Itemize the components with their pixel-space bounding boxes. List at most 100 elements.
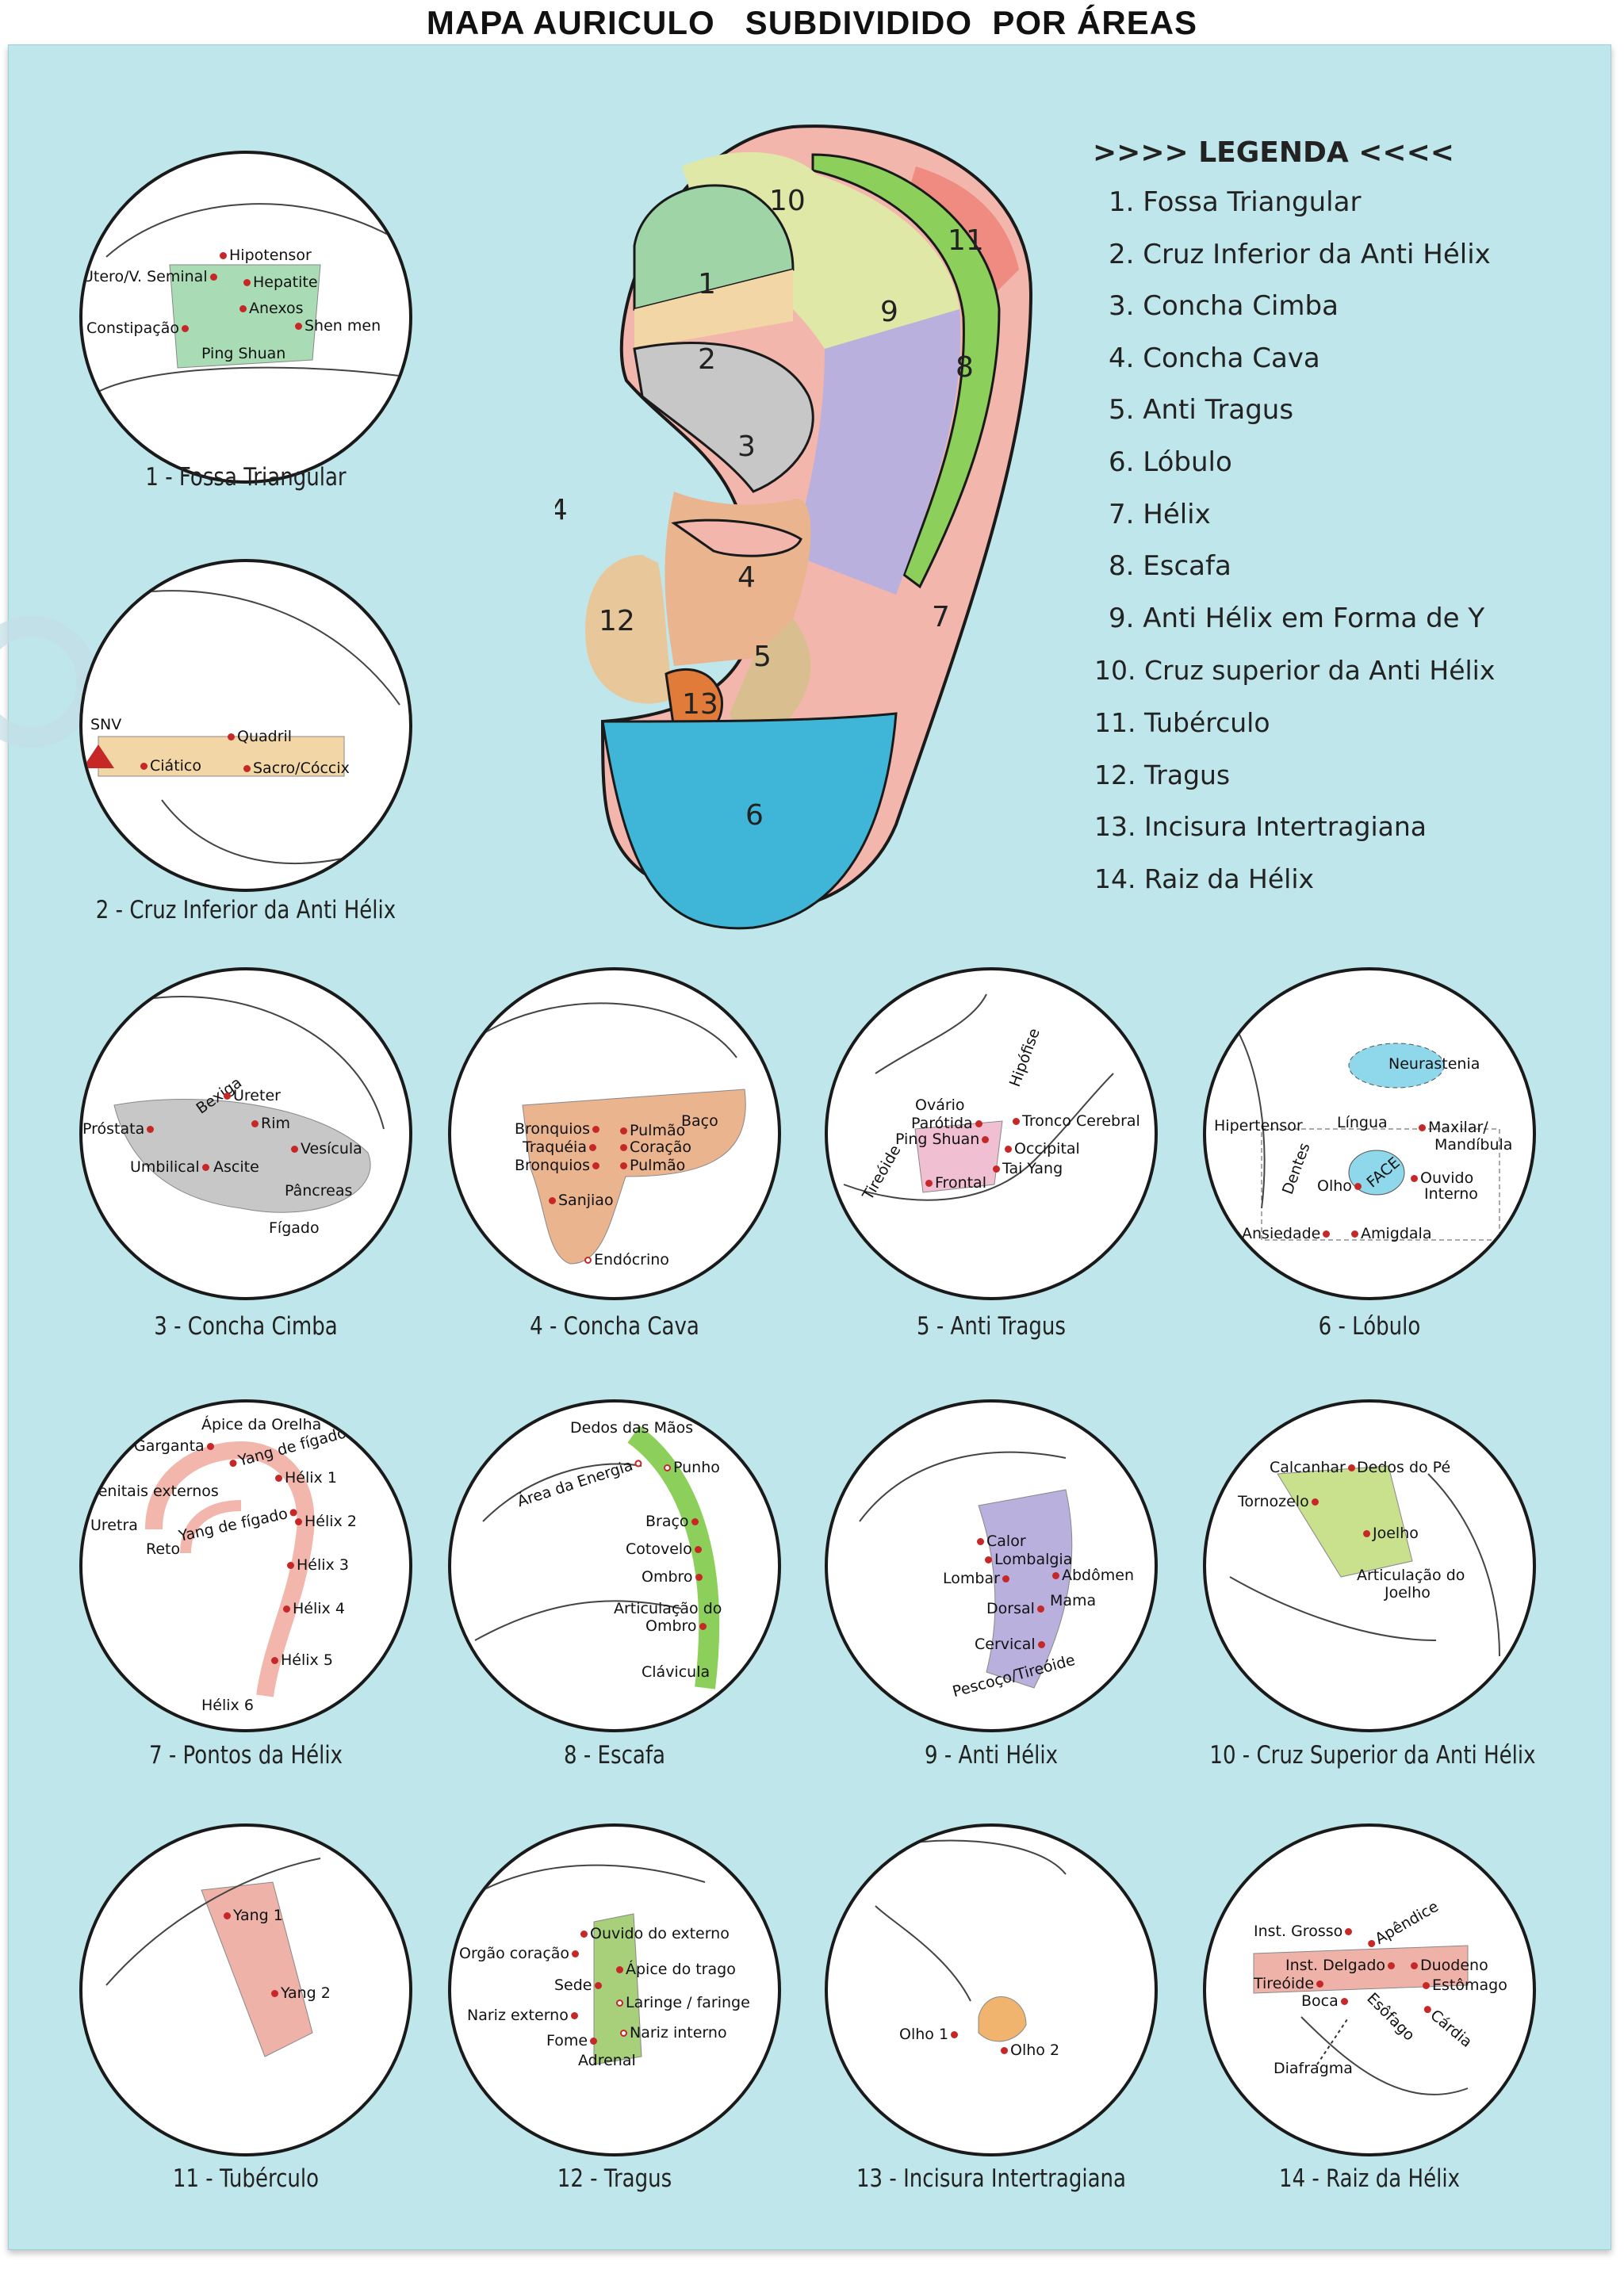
- panel-caption: 8 - Escafa: [564, 1741, 665, 1770]
- point-label: Sede: [554, 1977, 604, 1993]
- point-label: Inst. Delgado: [1285, 1957, 1397, 1973]
- point-label: Ovário: [915, 1096, 965, 1114]
- point-label: Pulmão: [618, 1123, 685, 1138]
- panel-outline: [145, 1441, 315, 1697]
- point-label: Ombro: [642, 1569, 705, 1585]
- point-label: Hélix 4: [281, 1601, 345, 1617]
- point-label: Olho: [1317, 1178, 1364, 1194]
- point-label: Vesícula: [289, 1141, 362, 1157]
- point-label: Duodeno: [1408, 1957, 1488, 1973]
- panel-outline: [1253, 1945, 1469, 2095]
- panel-anti-helix: Calor Lombalgia Lombar Abdômen Dorsal Ma…: [825, 1399, 1158, 1732]
- legend-item: 12. Tragus: [1094, 759, 1231, 790]
- point-label: Mandíbula: [1434, 1136, 1513, 1154]
- panel-incisura: Olho 1 Olho 2: [825, 1823, 1158, 2156]
- ear-number-12: 12: [599, 605, 635, 637]
- point-label: Maxilar/: [1416, 1119, 1488, 1135]
- point-label: Dedos das Mãos: [570, 1419, 694, 1437]
- ear-number-4: 4: [737, 561, 756, 594]
- point-label: Adrenal: [578, 2052, 636, 2069]
- ear-number-3: 3: [737, 430, 756, 463]
- point-label: Ansiedade: [1242, 1226, 1332, 1242]
- panel-escafa: Dedos das Mãos Área da Energia Punho Bra…: [448, 1399, 781, 1732]
- point-label: Boca: [1301, 1993, 1350, 2009]
- point-label: Estômago: [1420, 1977, 1507, 1993]
- ear-fossa-region: [633, 184, 795, 311]
- point-label: Ápice do trago: [614, 1961, 736, 1977]
- ear-number-11: 11: [948, 224, 984, 257]
- legend: >>>> LEGENDA <<<< 1. Fossa Triangular 2.…: [1088, 136, 1595, 905]
- point-label: Parótida: [911, 1115, 985, 1131]
- point-label: Genitais externos: [86, 1483, 219, 1500]
- point-label: Hélix 6: [201, 1697, 254, 1714]
- ear-raiz-helix-region: [671, 519, 802, 557]
- panel-outline: [482, 1864, 706, 2065]
- panel-outline: [98, 203, 400, 392]
- panel-outline: [843, 993, 1114, 1201]
- point-label: Reto: [146, 1540, 181, 1558]
- panel-caption: 12 - Tragus: [557, 2164, 672, 2193]
- ear-lobulo-region: [601, 712, 898, 930]
- ear-diagram: 10 11 1 9 2 8 3 14 4 12 7 5 13 6: [555, 124, 1033, 930]
- point-label: Shen men: [293, 318, 381, 334]
- point-label: Próstata: [82, 1121, 156, 1137]
- point-label: Quadril: [225, 729, 292, 744]
- panel-fossa-triangular: Hipotensor Útero/V. Seminal Hepatite Ane…: [79, 151, 412, 484]
- point-label: Anexos: [237, 300, 304, 316]
- point-label: Mama: [1050, 1592, 1097, 1609]
- legend-item: 2. Cruz Inferior da Anti Hélix: [1109, 238, 1491, 270]
- panel-raiz-helix: Inst. Grosso Apêndice Inst. Delgado Duod…: [1203, 1823, 1536, 2156]
- point-label: Ping Shuan: [895, 1131, 991, 1147]
- point-label: Baço: [681, 1112, 718, 1130]
- point-label: Ápice da Orelha: [201, 1416, 322, 1433]
- point-label: Yang 2: [269, 1985, 331, 2001]
- legend-item: 10. Cruz superior da Anti Hélix: [1094, 655, 1496, 687]
- legend-item: 14. Raiz da Hélix: [1094, 863, 1315, 894]
- panel-caption: 9 - Anti Hélix: [924, 1741, 1059, 1770]
- point-label: Frontal: [923, 1175, 986, 1191]
- ear-cruz-inferior-region: [634, 270, 793, 349]
- legend-item: 1. Fossa Triangular: [1109, 186, 1362, 218]
- point-label: Cervical: [975, 1636, 1048, 1652]
- legend-item: 11. Tubérculo: [1094, 706, 1270, 738]
- legend-item: 7. Hélix: [1109, 498, 1211, 530]
- ear-number-10: 10: [769, 185, 806, 217]
- point-label: Joelho: [1385, 1584, 1431, 1601]
- point-label: SNV: [90, 716, 122, 733]
- point-label: Braço: [645, 1513, 701, 1529]
- panel-outline: [1229, 1465, 1500, 1657]
- point-label: Abdômen: [1050, 1567, 1134, 1583]
- ear-number-7: 7: [932, 601, 950, 633]
- legend-item: 8. Escafa: [1109, 550, 1231, 583]
- point-label: Punho: [661, 1460, 720, 1475]
- point-label: Ascite: [213, 1158, 259, 1176]
- point-label: Fome: [546, 2033, 599, 2049]
- legend-item: 3. Concha Cimba: [1109, 290, 1339, 323]
- panel-anti-tragus: Hipófise Ovário Tronco Cerebral Parótida…: [825, 967, 1158, 1300]
- legend-item: 4. Concha Cava: [1109, 342, 1320, 374]
- point-label: Olho 2: [998, 2042, 1059, 2058]
- ear-tragus-region: [585, 555, 674, 704]
- point-label: Articulação do: [1357, 1567, 1465, 1584]
- point-label: Yang 1: [221, 1908, 283, 1923]
- legend-item: 6. Lóbulo: [1109, 446, 1232, 478]
- point-label: Hepatite: [241, 274, 318, 290]
- panel-caption: 1 - Fossa Triangular: [145, 463, 347, 492]
- point-label: Tronco Cerebral: [1010, 1113, 1140, 1129]
- point-label: Joelho: [1361, 1525, 1419, 1541]
- panel-tragus: Ouvido do externo Orgão coração Ápice do…: [448, 1823, 781, 2156]
- point-label: Ciático: [138, 758, 201, 774]
- point-label: Hélix 5: [269, 1652, 333, 1668]
- panel-outline: [482, 1002, 746, 1265]
- point-label: Diafragma: [1274, 2060, 1353, 2077]
- panel-outline: [474, 1425, 720, 1689]
- panel-cruz-inferior: SNV Quadril Ciático Sacro/Cóccix: [79, 559, 412, 892]
- legend-item: 13. Incisura Intertragiana: [1094, 811, 1427, 843]
- legend-item: 9. Anti Hélix em Forma de Y: [1109, 602, 1485, 634]
- point-label: Hélix 1: [273, 1470, 337, 1486]
- panel-caption: 2 - Cruz Inferior da Anti Hélix: [95, 896, 396, 924]
- point-label: Ouvido do externo: [578, 1926, 730, 1942]
- point-label: Hélix 3: [285, 1557, 349, 1573]
- panel-caption: 7 - Pontos da Hélix: [149, 1741, 343, 1770]
- point-label: Tornozelo: [1238, 1494, 1321, 1510]
